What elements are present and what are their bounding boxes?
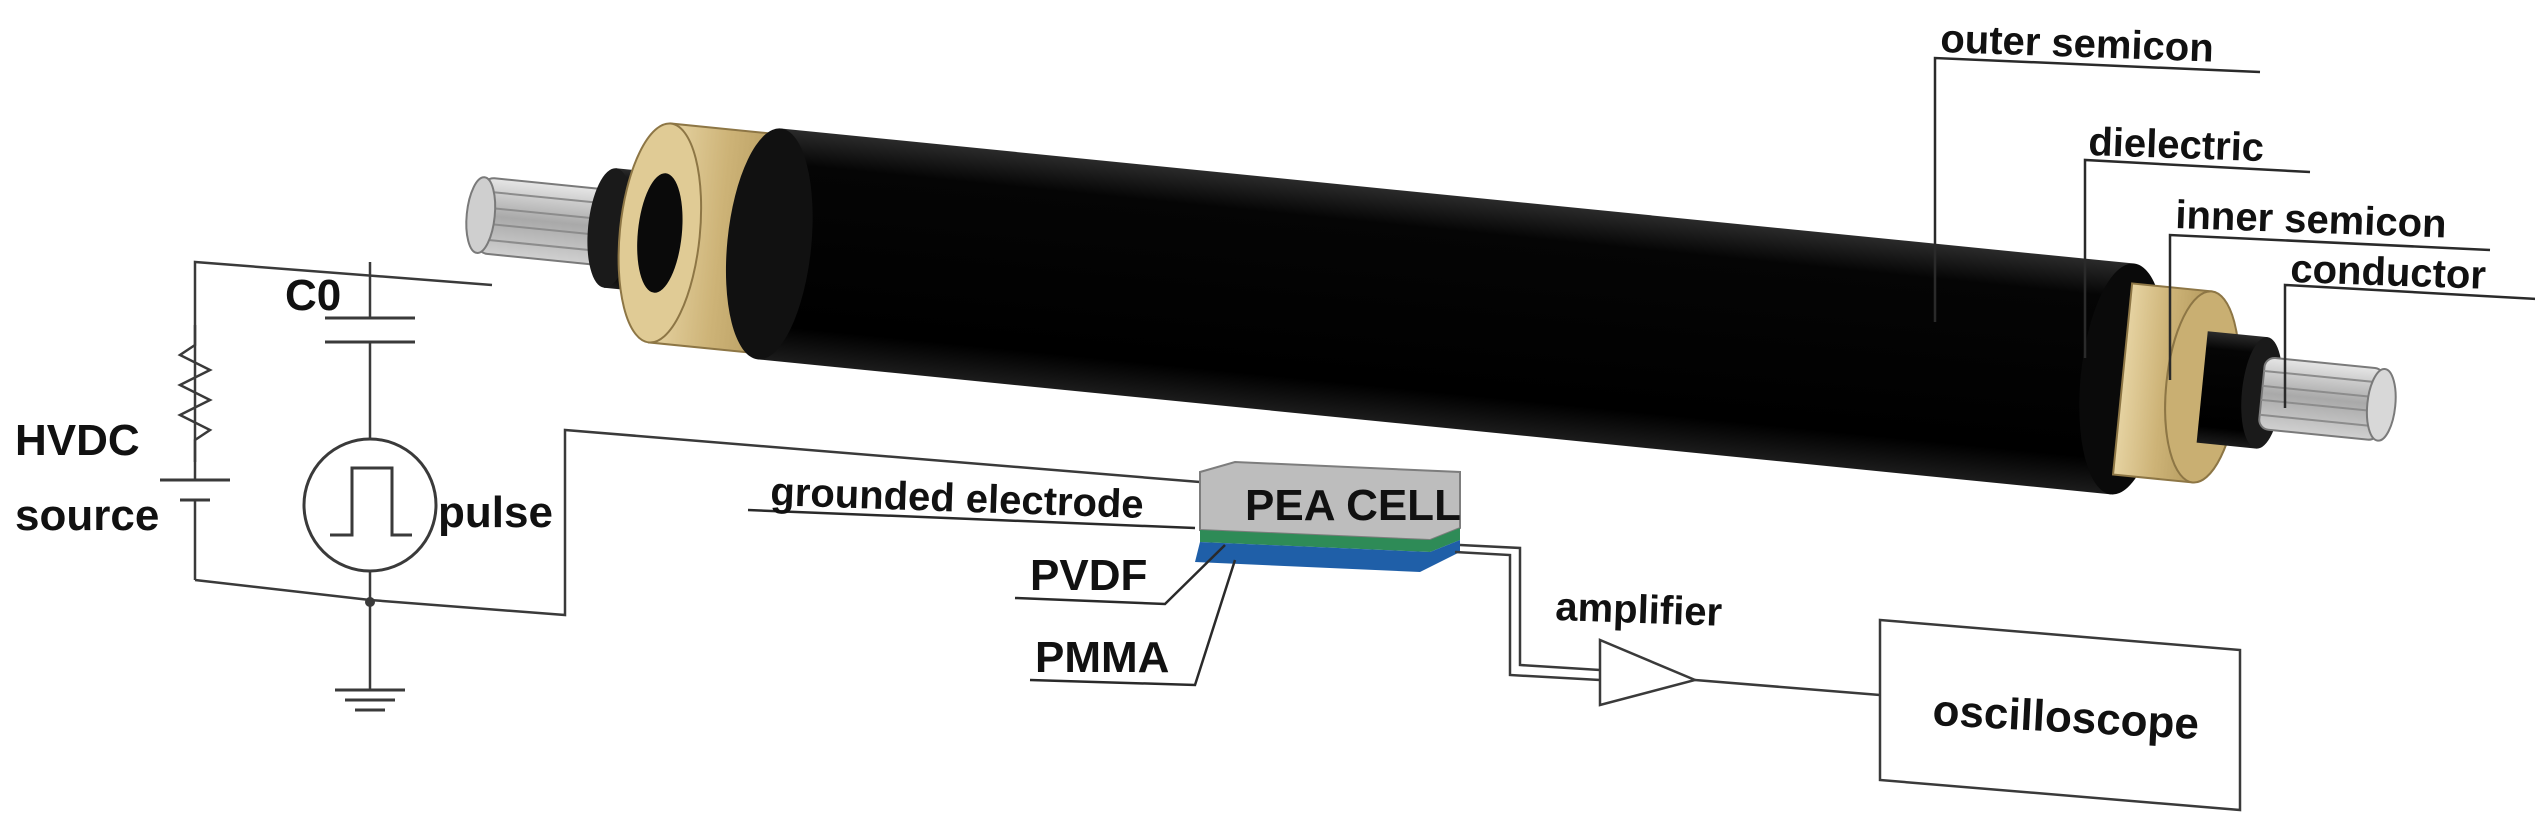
cable <box>465 122 2397 495</box>
hvdc-circuit <box>160 260 1201 712</box>
cell-to-amp-wire-a <box>1459 543 1601 672</box>
pvdf-layer <box>1200 528 1460 552</box>
pmma-layer <box>1195 540 1460 572</box>
conductor-leader <box>2283 283 2535 408</box>
dielectric-leader <box>2083 158 2311 358</box>
pmma-leader <box>1029 559 1237 687</box>
amplifier-symbol <box>1598 638 1699 707</box>
pea-leaders <box>747 508 1237 687</box>
resistor-symbol <box>177 325 213 462</box>
pvdf-leader <box>1014 544 1226 606</box>
label-dielectric: dielectric <box>2088 120 2265 170</box>
label-pvdf: PVDF <box>1030 551 1147 600</box>
label-conductor: conductor <box>2290 247 2487 298</box>
right-conductor-strands <box>2258 357 2397 442</box>
amp-to-scope-wire <box>1694 678 1881 697</box>
outer-semicon-leader <box>1933 56 2261 322</box>
label-c0: C0 <box>285 271 341 320</box>
label-grounded-electrode: grounded electrode <box>770 470 1145 527</box>
oscilloscope-box[interactable] <box>1878 618 2242 812</box>
signal-chain <box>1454 543 2242 812</box>
label-pea-cell: PEA CELL <box>1245 481 1461 530</box>
cable-jacket <box>725 128 2166 495</box>
component-leaders <box>1933 56 2535 408</box>
label-source: source <box>15 491 159 540</box>
label-pulse: pulse <box>438 488 553 537</box>
left-conductor-strands <box>465 176 624 267</box>
pulse-source-circle <box>302 437 438 573</box>
junction-dot <box>365 597 375 607</box>
ground-icon <box>335 688 405 712</box>
label-pmma: PMMA <box>1035 633 1169 682</box>
pea-cell <box>1195 460 1461 572</box>
label-amplifier: amplifier <box>1555 585 1723 635</box>
label-inner-semicon: inner semicon <box>2175 193 2448 246</box>
grounded-electrode-leader <box>747 508 1196 530</box>
pulse-waveform-icon <box>330 466 412 537</box>
cell-to-amp-wire-b <box>1454 550 1601 682</box>
inner-semicon-leader <box>2168 233 2491 380</box>
bottom-wire <box>194 428 1201 617</box>
label-hvdc: HVDC <box>15 416 140 465</box>
label-outer-semicon: outer semicon <box>1940 17 2215 71</box>
